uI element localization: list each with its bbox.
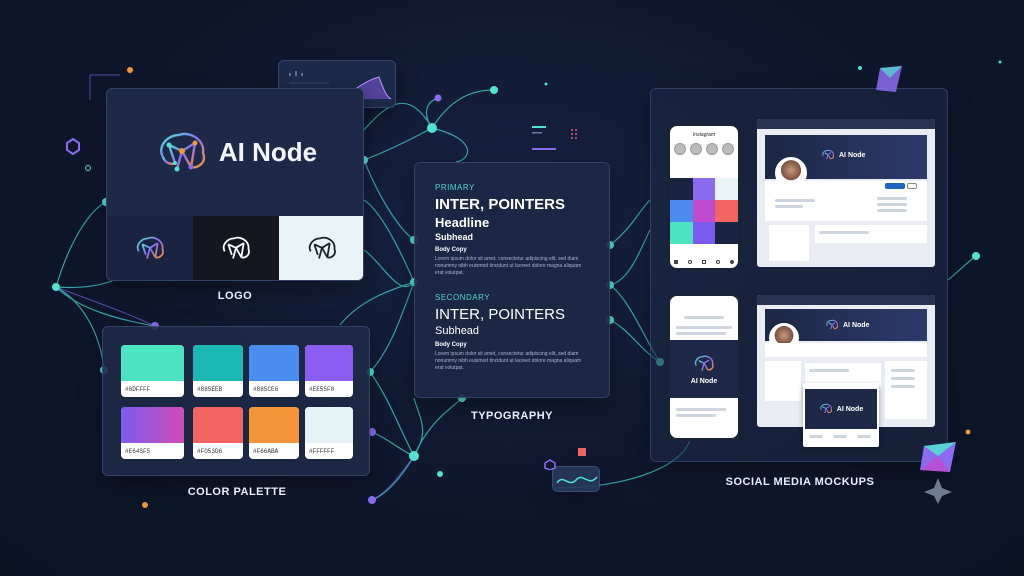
ai-node-brain-icon — [159, 132, 205, 171]
brand-label: AI Node — [690, 377, 718, 385]
swatch-code: #EE55F0 — [309, 386, 335, 393]
logo-variant-light — [279, 216, 363, 280]
grid-tile — [692, 200, 716, 222]
mini-bar-widget — [532, 126, 577, 150]
more-button[interactable] — [907, 183, 917, 189]
ai-node-brain-icon — [308, 236, 336, 259]
grid-tile — [715, 178, 738, 200]
swatch-8: #FFFFFF — [305, 407, 353, 459]
swatch-7: #F66ABA — [249, 407, 299, 459]
secondary-subhead-sample: Subhead — [435, 325, 480, 337]
swatch-color — [305, 345, 353, 381]
ai-node-brain-icon — [136, 236, 164, 259]
body-copy-sample: Lorem ipsum dolor sit amet, consectetur … — [435, 256, 582, 276]
heart-icon[interactable] — [716, 260, 720, 264]
ai-node-brain-icon — [826, 319, 838, 330]
swatch-color — [121, 345, 184, 381]
grid-tile — [692, 178, 716, 200]
post-card: AI Node — [803, 383, 879, 447]
story-circle — [722, 143, 734, 155]
typography-caption: TYPOGRAPHY — [470, 410, 553, 422]
search-icon[interactable] — [688, 260, 692, 264]
gem-shape-top — [876, 66, 902, 92]
ai-node-brain-icon — [694, 355, 714, 371]
swatch-1: #6DFFFF — [121, 345, 184, 397]
swatch-2: #885EEB — [193, 345, 243, 397]
swatch-code: #FFFFFF — [309, 448, 335, 455]
story-circle — [706, 143, 718, 155]
wave-widget — [552, 466, 600, 492]
swatch-code: #F66ABA — [253, 448, 279, 455]
ai-node-brain-icon — [222, 236, 250, 259]
story-circle — [674, 143, 686, 155]
instagram-title: Instagram — [692, 132, 716, 138]
subhead-sample: Subhead — [435, 232, 474, 242]
brand-label: AI Node — [839, 151, 866, 159]
logo-panel: AI Node — [106, 88, 364, 281]
social-caption: SOCIAL MEDIA MOCKUPS — [725, 476, 875, 488]
swatch-code: #885EEB — [197, 386, 223, 393]
secondary-font-name: INTER, POINTERS — [435, 306, 566, 323]
facebook-browser-mockup: AI Node — [757, 295, 935, 427]
grid-tile — [670, 200, 693, 222]
swatch-code: #FO53D6 — [197, 448, 223, 455]
instagram-phone-mockup: Instagram — [667, 123, 741, 271]
profile-icon[interactable] — [730, 260, 734, 264]
swatch-code: #E64SF5 — [125, 448, 151, 455]
swatch-color — [193, 407, 243, 443]
swatch-6: #FO53D6 — [193, 407, 243, 459]
logo-caption: LOGO — [217, 290, 253, 302]
swatch-color — [249, 345, 299, 381]
gem-shape-bottom — [920, 442, 956, 504]
color-palette-panel: #6DFFFF #885EEB #885CE6 #EE55F0 #E64SF5 … — [102, 326, 370, 476]
secondary-label: SECONDARY — [435, 293, 491, 302]
follow-button[interactable] — [885, 183, 905, 189]
swatch-code: #885CE6 — [253, 386, 279, 393]
swatch-color — [193, 345, 243, 381]
secondary-body-copy-label: Body Copy — [435, 342, 467, 348]
headline-sample: Headline — [435, 215, 490, 230]
brand-label: AI Node — [836, 405, 864, 413]
small-cube-icons — [544, 448, 586, 470]
facebook-phone-mockup: AI Node — [667, 293, 741, 441]
swatch-color — [249, 407, 299, 443]
instagram-grid — [670, 178, 738, 244]
grid-tile — [715, 200, 738, 222]
ai-node-brain-icon — [820, 403, 832, 414]
swatch-5: #E64SF5 — [121, 407, 184, 459]
swatch-3: #885CE6 — [249, 345, 299, 397]
post-image: AI Node — [670, 340, 738, 398]
ai-node-brain-icon — [822, 149, 834, 160]
social-media-panel: Instagram — [650, 88, 948, 462]
primary-font-name: INTER, POINTERS — [435, 196, 566, 213]
home-icon[interactable] — [674, 260, 678, 264]
logo-primary: AI Node — [107, 89, 363, 216]
linkedin-browser-mockup: AI Node — [757, 119, 935, 267]
story-circle — [690, 143, 702, 155]
secondary-body-copy-sample: Lorem ipsum dolor sit amet, consectetur … — [435, 351, 582, 371]
typography-panel: PRIMARY INTER, POINTERS Headline Subhead… — [414, 162, 610, 398]
grid-tile — [670, 178, 693, 200]
primary-label: PRIMARY — [435, 183, 475, 192]
swatch-4: #EE55F0 — [305, 345, 353, 397]
brand-label: AI Node — [843, 321, 870, 329]
swatch-code: #6DFFFF — [125, 386, 151, 393]
logo-variant-color — [107, 216, 193, 280]
logo-variant-dark — [193, 216, 279, 280]
palette-caption: COLOR PALETTE — [187, 486, 287, 498]
swatch-color — [305, 407, 353, 443]
swatch-color — [121, 407, 184, 443]
grid-tile — [692, 222, 716, 244]
add-icon[interactable] — [702, 260, 706, 264]
grid-tile — [670, 222, 693, 244]
logo-wordmark: AI Node — [218, 137, 318, 167]
grid-tile — [715, 222, 738, 244]
body-copy-label: Body Copy — [435, 247, 467, 253]
